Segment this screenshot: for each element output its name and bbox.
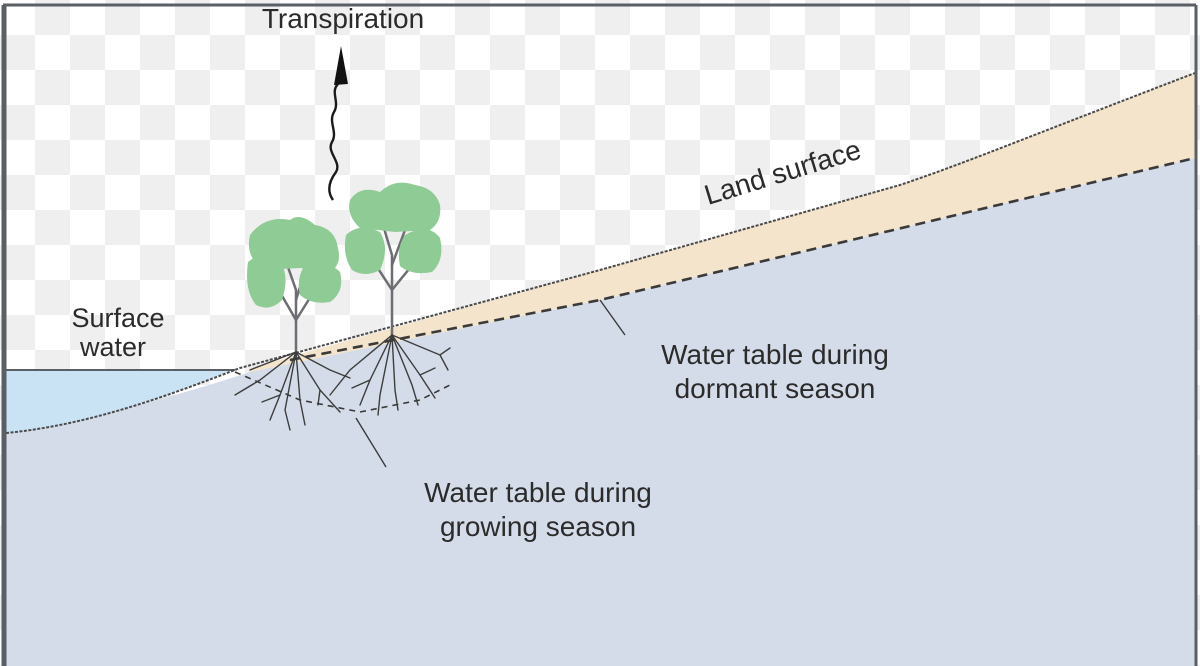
transpiration-label: Transpiration — [262, 3, 424, 34]
growing-season-label-line1: Water table during — [424, 477, 652, 508]
wavy-up-arrow-icon — [328, 46, 348, 201]
growing-leader-line — [355, 417, 387, 468]
surface-water-label-line2: water — [79, 332, 146, 362]
dormant-season-label-line2: dormant season — [675, 373, 876, 404]
land-surface-line — [5, 72, 1196, 434]
dormant-season-label-line1: Water table during — [661, 339, 889, 370]
growing-season-label-line2: growing season — [440, 511, 636, 542]
surface-water-label-line1: Surface — [71, 303, 164, 333]
tree-icon — [247, 182, 442, 354]
dormant-leader-line — [599, 299, 626, 336]
surface-water-body — [6, 370, 232, 433]
unsaturated-zone — [250, 73, 1195, 372]
roots-icon — [234, 334, 451, 431]
water-table-growing-line — [234, 371, 451, 413]
saturated-zone — [6, 158, 1195, 666]
